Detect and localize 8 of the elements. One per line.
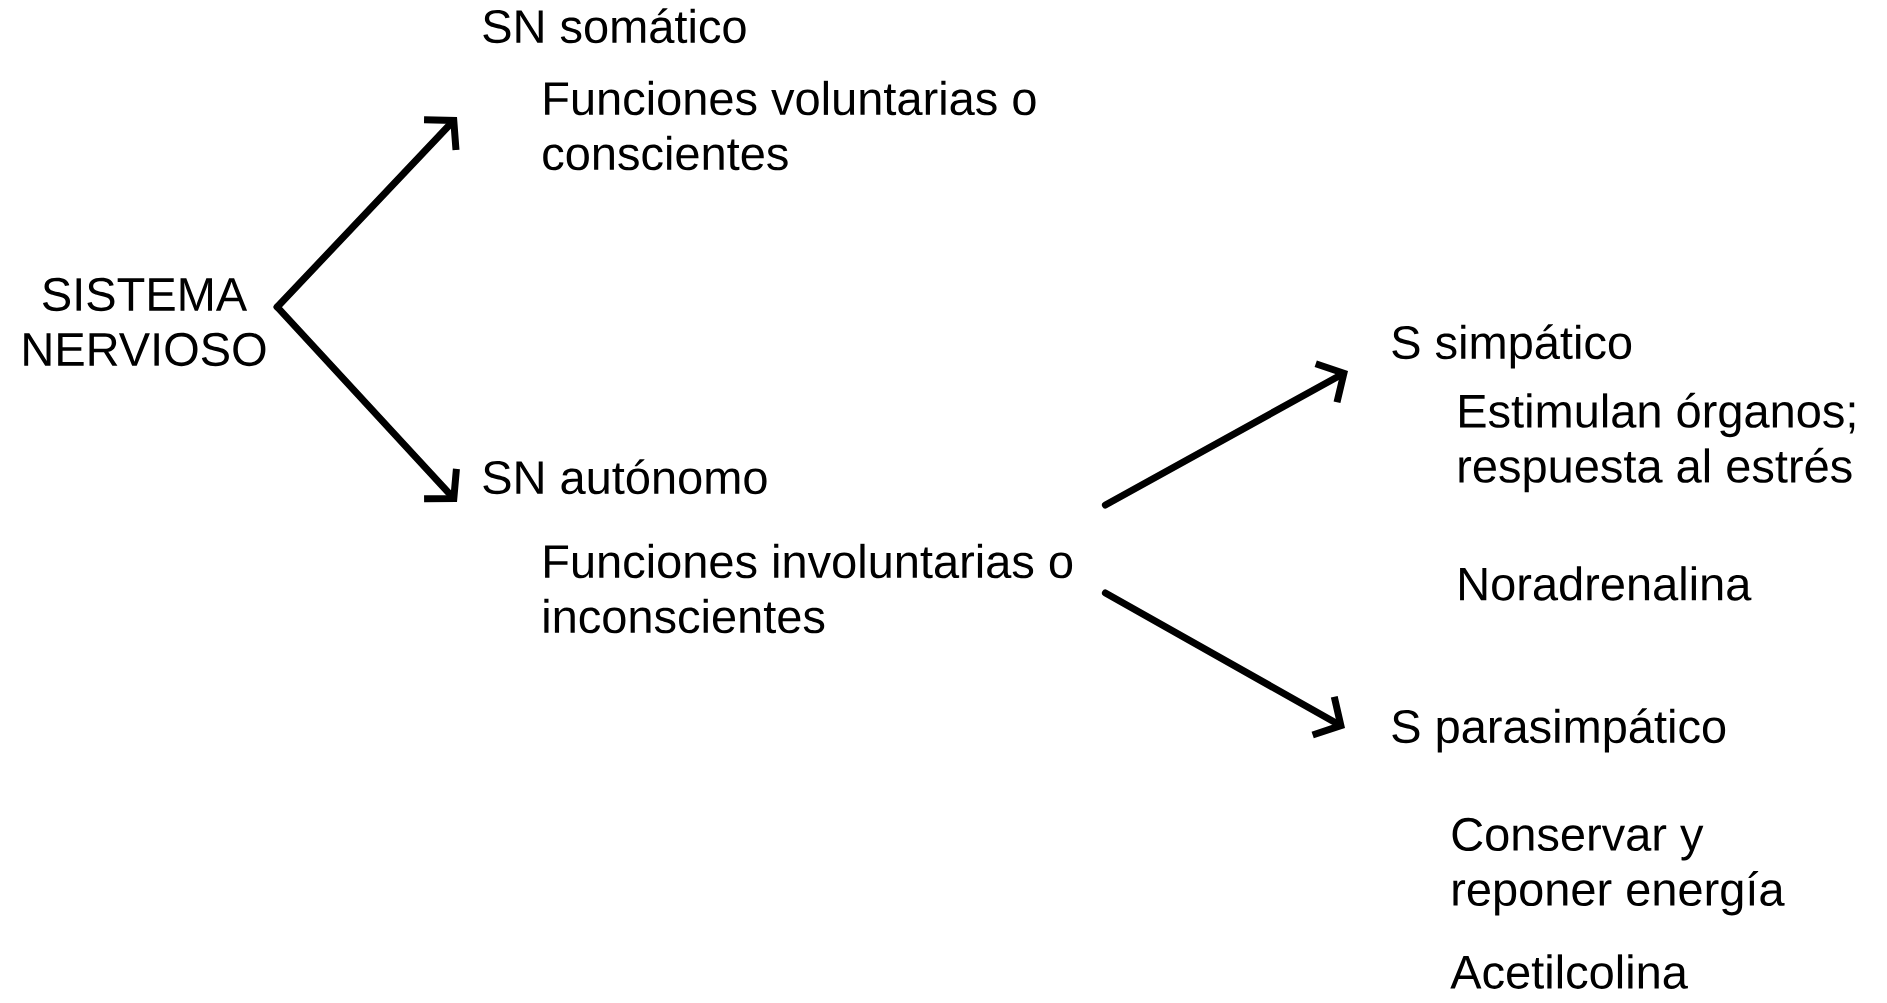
arrow	[1101, 589, 1345, 739]
category-label: S simpático Estimulan órganos; respuesta al estrés Noradrenalina	[1392, 324, 1855, 601]
category-label: SN autónomo Funciones involuntarias o inconscientes	[483, 459, 1073, 634]
category-label: S parasimpático Conservar y reponer energía Acetilcolina	[1392, 708, 1785, 989]
arrow	[1101, 360, 1348, 509]
category-label: SN somático Funciones voluntarias o conscientes	[483, 8, 1036, 171]
arrow	[273, 303, 460, 503]
category-label: SISTEMA NERVIOSO	[24, 277, 266, 367]
